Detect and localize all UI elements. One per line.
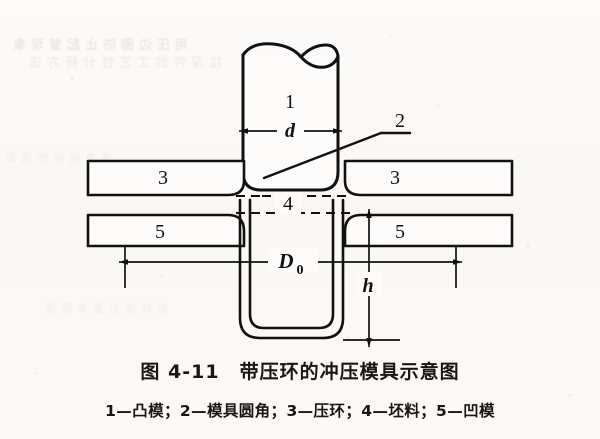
label-blank-holder-right: 3 — [390, 167, 400, 189]
blank-holder-right — [343, 159, 514, 197]
dimension-draw-depth: h — [356, 209, 382, 347]
label-die-radius: 2 — [395, 110, 405, 132]
label-punch: 1 — [285, 91, 295, 113]
leader-die-radius: 2 — [262, 110, 412, 180]
blank-holder-left — [86, 159, 246, 197]
dimension-label-D0-subscript: 0 — [297, 263, 304, 278]
dimension-label-D0: D — [277, 249, 293, 273]
dimension-d-label-backdrop — [277, 119, 304, 141]
dimension-label-d: d — [285, 120, 296, 142]
blank-label-backdrop — [275, 192, 301, 214]
figure-legend: 1—凸模；2—模具圆角；3—压环；4—坯料；5—凹模 — [105, 402, 495, 420]
blank-sheet: 4 — [236, 192, 350, 215]
dimension-D0-label-backdrop — [268, 248, 318, 272]
die-right — [343, 213, 514, 248]
cup-inner-profile — [248, 198, 335, 330]
dimension-blank-diameter: D 0 — [119, 248, 462, 278]
leader-line-2-diagonal — [262, 131, 383, 180]
label-die-left: 5 — [155, 221, 165, 243]
cup-outer-profile — [238, 198, 345, 340]
figure-caption: 图 4-11 带压环的冲压模具示意图 — [140, 361, 460, 383]
dimension-h-label-backdrop — [356, 272, 382, 296]
label-blank-holder-left: 3 — [158, 167, 168, 189]
dimension-punch-diameter: d — [239, 119, 342, 142]
punch-break-line-lower — [299, 43, 340, 59]
drawn-cup — [238, 198, 345, 340]
dimension-label-h: h — [362, 275, 373, 297]
die-left — [86, 213, 246, 248]
label-blank: 4 — [283, 193, 293, 215]
label-die-right: 5 — [395, 221, 405, 243]
